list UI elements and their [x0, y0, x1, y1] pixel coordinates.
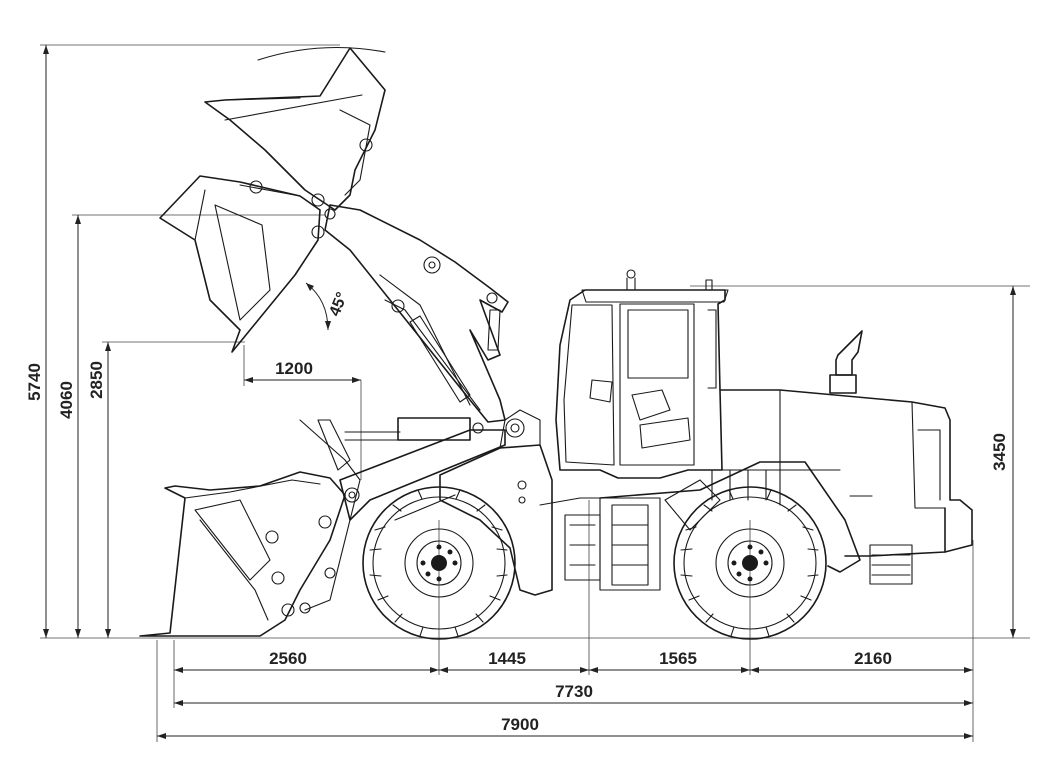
dim-label-1445: 1445 [488, 649, 526, 668]
dim-length-7730: 7730 [174, 682, 973, 706]
dim-label-1565: 1565 [659, 649, 697, 668]
front-frame [439, 409, 553, 596]
dim-reach-1200: 1200 [244, 359, 361, 383]
bucket-max-raised [204, 47, 386, 220]
bucket-raised-dump [159, 175, 325, 353]
dim-label-3450: 3450 [990, 433, 1009, 471]
dim-label-1200: 1200 [275, 359, 313, 378]
dim-label-2160: 2160 [854, 649, 892, 668]
dim-label-4060: 4060 [57, 381, 76, 419]
operator-cab [555, 269, 729, 479]
front-wheel [362, 486, 516, 640]
dim-label-45: 45° [326, 290, 351, 319]
dim-length-7900: 7900 [157, 715, 973, 739]
dim-label-2850: 2850 [87, 361, 106, 399]
boom-raised [324, 204, 509, 423]
rear-wheel [673, 486, 827, 640]
dim-label-7730: 7730 [555, 682, 593, 701]
dim-height-4060: 4060 [57, 215, 81, 638]
dim-height-5740: 5740 [25, 45, 49, 638]
dim-height-2850: 2850 [87, 342, 111, 638]
engine-hood [719, 389, 973, 585]
dim-dump-angle: 45° [305, 282, 351, 331]
dim-height-3450: 3450 [990, 286, 1016, 638]
dim-row-axles: 2560 1445 1565 2160 [174, 649, 973, 673]
dim-label-7900: 7900 [501, 715, 539, 734]
boom-lowered [299, 417, 506, 611]
rear-frame [539, 461, 861, 591]
dim-label-2560: 2560 [269, 649, 307, 668]
bucket-lowered [139, 471, 346, 637]
dim-label-5740: 5740 [25, 363, 44, 401]
exhaust-stack [829, 330, 863, 394]
extension-lines [40, 44, 1030, 742]
